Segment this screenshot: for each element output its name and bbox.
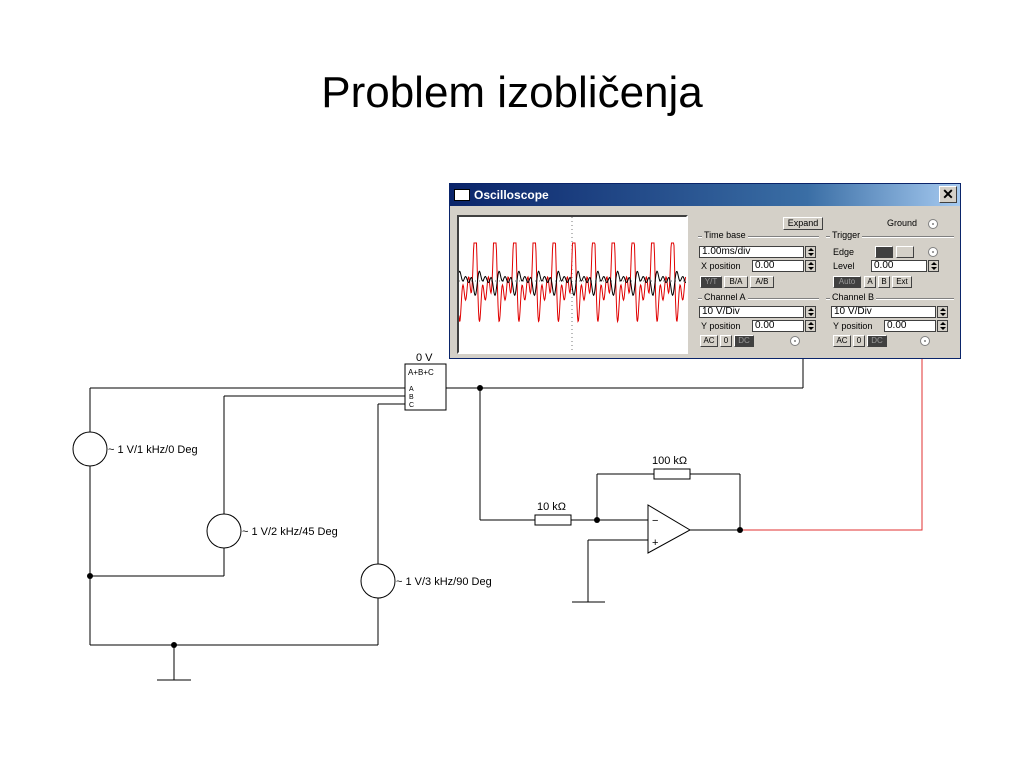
slide-title: Problem izobličenja — [321, 68, 703, 117]
channel-b-trace — [458, 242, 687, 324]
time-base-spinner[interactable] — [805, 246, 816, 258]
ac-source-1 — [72, 431, 108, 467]
x-position-input[interactable]: 0.00 — [752, 260, 804, 272]
channel-b-dc-button[interactable]: DC — [867, 335, 887, 347]
channel-a-dc-button[interactable]: DC — [734, 335, 754, 347]
op-amp — [647, 504, 692, 554]
resistor-input — [534, 514, 572, 526]
x-position-label: X position — [701, 261, 741, 271]
time-base-input[interactable]: 1.00ms/div — [699, 246, 804, 258]
trigger-heading: Trigger — [830, 230, 863, 240]
oscilloscope-window[interactable]: Oscilloscope ✕ Expand Ground Time base 1… — [449, 183, 961, 359]
adder-input-c: C — [409, 402, 414, 409]
trigger-b-button[interactable]: B — [878, 276, 890, 288]
source-3-label: ~ 1 V/3 kHz/90 Deg — [396, 576, 492, 588]
mode-ba-button[interactable]: B/A — [724, 276, 748, 288]
waveform-plot — [458, 217, 687, 352]
trigger-level-spinner[interactable] — [928, 260, 939, 272]
oscilloscope-display — [457, 215, 688, 354]
adder-input-b: B — [409, 394, 414, 401]
channel-a-zero-button[interactable]: 0 — [720, 335, 732, 347]
channel-a-ypos-input[interactable]: 0.00 — [752, 320, 804, 332]
edge-rising-button[interactable] — [875, 246, 893, 258]
adder-label: A+B+C — [408, 368, 434, 377]
close-button[interactable]: ✕ — [939, 186, 957, 203]
channel-a-trace — [458, 270, 687, 297]
channel-a-ac-button[interactable]: AC — [700, 335, 718, 347]
channel-a-heading: Channel A — [702, 292, 748, 302]
mode-ab-button[interactable]: A/B — [750, 276, 774, 288]
probe-wire-b — [740, 359, 923, 531]
channel-b-terminal[interactable] — [920, 336, 930, 346]
ground-terminal[interactable] — [928, 219, 938, 229]
trigger-terminal[interactable] — [928, 247, 938, 257]
channel-b-heading: Channel B — [830, 292, 877, 302]
resistor-input-label: 10 kΩ — [537, 501, 566, 513]
voltmeter-reading: 0 V — [416, 352, 433, 364]
op-amp-minus: − — [652, 515, 658, 527]
x-position-spinner[interactable] — [805, 260, 816, 272]
expand-button[interactable]: Expand — [783, 217, 823, 230]
resistor-feedback — [653, 468, 691, 480]
channel-b-scale-spinner[interactable] — [937, 306, 948, 318]
oscilloscope-titlebar[interactable]: Oscilloscope ✕ — [450, 184, 960, 206]
oscilloscope-title: Oscilloscope — [474, 188, 549, 202]
resistor-feedback-label: 100 kΩ — [652, 455, 687, 467]
trigger-level-input[interactable]: 0.00 — [871, 260, 927, 272]
channel-a-scale-input[interactable]: 10 V/Div — [699, 306, 804, 318]
trigger-ext-button[interactable]: Ext — [892, 276, 912, 288]
channel-b-ypos-label: Y position — [833, 321, 873, 331]
level-label: Level — [833, 261, 855, 271]
edge-falling-button[interactable] — [896, 246, 914, 258]
channel-b-scale-input[interactable]: 10 V/Div — [831, 306, 936, 318]
mode-yt-button[interactable]: Y/T — [700, 276, 722, 288]
window-icon — [454, 189, 470, 201]
channel-b-zero-button[interactable]: 0 — [853, 335, 865, 347]
source-2-label: ~ 1 V/2 kHz/45 Deg — [242, 526, 338, 538]
adder-input-a: A — [409, 386, 414, 393]
trigger-a-button[interactable]: A — [864, 276, 876, 288]
edge-label: Edge — [833, 247, 855, 257]
channel-a-terminal[interactable] — [790, 336, 800, 346]
trigger-auto-button[interactable]: Auto — [833, 276, 861, 288]
channel-b-ypos-spinner[interactable] — [937, 320, 948, 332]
adder-block — [404, 363, 447, 411]
ac-source-2 — [206, 513, 242, 549]
channel-b-ypos-input[interactable]: 0.00 — [884, 320, 936, 332]
ac-source-3 — [360, 563, 396, 599]
op-amp-plus: + — [652, 537, 658, 549]
source-1-label: ~ 1 V/1 kHz/0 Deg — [108, 444, 198, 456]
channel-b-ac-button[interactable]: AC — [833, 335, 851, 347]
ground-label: Ground — [887, 218, 918, 228]
channel-a-ypos-label: Y position — [701, 321, 741, 331]
time-base-heading: Time base — [702, 230, 748, 240]
channel-a-ypos-spinner[interactable] — [805, 320, 816, 332]
channel-a-scale-spinner[interactable] — [805, 306, 816, 318]
